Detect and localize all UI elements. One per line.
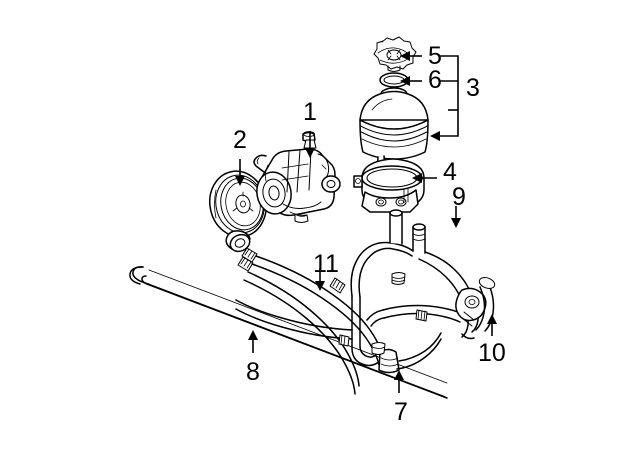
callout-label-2: 2 bbox=[233, 126, 247, 154]
power-steering-pump-part bbox=[253, 131, 341, 223]
reservoir-bracket-part bbox=[353, 158, 425, 213]
callout-label-1: 1 bbox=[303, 98, 317, 126]
reservoir-cap-part bbox=[373, 36, 417, 72]
callout-label-11: 11 bbox=[313, 250, 339, 278]
callout-label-8: 8 bbox=[246, 358, 260, 386]
callout-label-6: 6 bbox=[428, 66, 442, 94]
callout-label-10: 10 bbox=[478, 339, 506, 367]
callout-leaders bbox=[235, 51, 497, 393]
callout-label-9: 9 bbox=[452, 183, 466, 211]
callout-label-5: 5 bbox=[428, 42, 442, 70]
callout-label-4: 4 bbox=[443, 158, 457, 186]
callout-label-7: 7 bbox=[394, 398, 408, 426]
hose-assembly-part bbox=[225, 209, 496, 395]
reservoir-body-part bbox=[359, 87, 429, 174]
callout-label-3: 3 bbox=[466, 74, 480, 102]
